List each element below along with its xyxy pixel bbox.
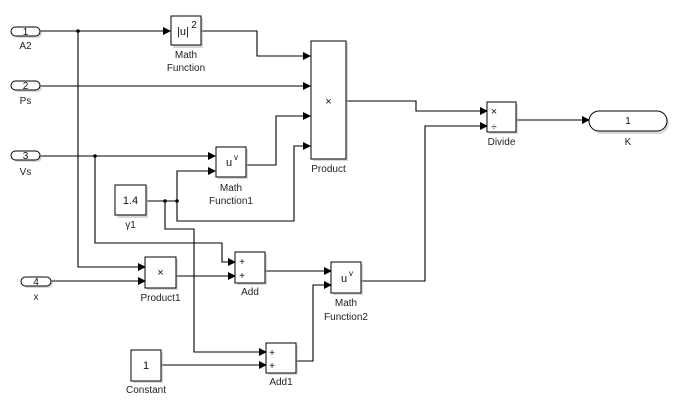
- arrowhead: [163, 27, 171, 35]
- wire-gamma1-to-add1[interactable]: [164, 201, 261, 353]
- wire-math-function-to-product[interactable]: [201, 30, 305, 57]
- inport-x[interactable]: 4 x: [20, 276, 53, 303]
- block-label: Add1: [269, 377, 293, 388]
- branch-point: [175, 199, 179, 203]
- wires: [40, 30, 584, 366]
- arrowhead: [228, 272, 236, 280]
- inport-a2[interactable]: 1 A2: [10, 26, 42, 52]
- junctions: [76, 29, 179, 203]
- block-divide[interactable]: × ÷ Divide: [486, 101, 518, 148]
- arrowhead: [259, 348, 267, 356]
- arrowhead: [208, 152, 216, 160]
- arrowhead: [303, 112, 311, 120]
- inport-label: Ps: [20, 96, 32, 107]
- arrowhead: [259, 361, 267, 369]
- wire-math-function2-to-divide[interactable]: [361, 125, 482, 282]
- arrowhead: [303, 142, 311, 150]
- math-function-glyph: |u|: [177, 26, 189, 38]
- branch-point: [163, 199, 167, 203]
- math-function1-superscript: v: [234, 153, 238, 162]
- arrowhead: [480, 107, 488, 115]
- arrowhead: [480, 122, 488, 130]
- wire-gamma1-to-math-function1[interactable]: [176, 170, 210, 201]
- inport-number: 3: [23, 151, 29, 162]
- block-gamma1-constant[interactable]: 1.4 γ1: [114, 184, 148, 231]
- block-label: γ1: [125, 220, 136, 231]
- block-label: Math: [220, 183, 242, 194]
- divide-icon: ÷: [491, 122, 497, 133]
- inport-number: 1: [23, 27, 29, 38]
- constant-value: 1.4: [123, 195, 138, 207]
- inport-number: 4: [33, 277, 39, 288]
- block-label: Product1: [140, 293, 180, 304]
- plus-icon: +: [269, 361, 275, 372]
- block-add1[interactable]: + + Add1: [265, 342, 298, 388]
- block-math-function1[interactable]: u v Math Function1: [209, 146, 253, 207]
- math-function2-glyph: u: [341, 273, 347, 285]
- arrowheads: [138, 27, 590, 369]
- inport-label: Vs: [20, 167, 32, 178]
- wire-product-to-divide[interactable]: [346, 100, 482, 112]
- arrowhead: [208, 167, 216, 175]
- plus-icon: +: [269, 348, 275, 359]
- wire-math-function1-to-product[interactable]: [246, 115, 305, 166]
- outport-label: K: [625, 137, 632, 148]
- inport-vs[interactable]: 3 Vs: [10, 150, 42, 178]
- arrowhead: [303, 52, 311, 60]
- math-function-superscript: 2: [191, 20, 197, 31]
- block-math-function[interactable]: |u| 2 Math Function: [167, 15, 205, 74]
- branch-point: [93, 154, 97, 158]
- outport-number: 1: [625, 116, 631, 127]
- wire-add1-to-math-function2[interactable]: [296, 284, 326, 362]
- plus-icon: +: [239, 257, 245, 268]
- block-product[interactable]: × Product: [310, 40, 348, 175]
- outport-k[interactable]: 1 K: [588, 110, 669, 148]
- block-math-function2[interactable]: u v Math Function2: [324, 261, 368, 323]
- block-label: Divide: [488, 137, 516, 148]
- arrowhead: [138, 263, 146, 271]
- multiply-icon: ×: [325, 96, 331, 108]
- inport-ps[interactable]: 2 Ps: [10, 80, 42, 107]
- block-constant[interactable]: 1 Constant: [126, 349, 166, 396]
- arrowhead: [303, 82, 311, 90]
- wire-gamma1-to-product[interactable]: [176, 145, 305, 222]
- block-label: Constant: [126, 385, 166, 396]
- math-function1-glyph: u: [226, 157, 232, 169]
- inport-number: 2: [23, 81, 29, 92]
- inport-label: x: [34, 292, 39, 303]
- multiply-icon: ×: [491, 106, 497, 118]
- arrowhead: [138, 277, 146, 285]
- math-function2-superscript: v: [349, 269, 353, 278]
- multiply-icon: ×: [157, 267, 163, 279]
- block-label: Function2: [324, 312, 368, 323]
- arrowhead: [228, 258, 236, 266]
- block-label: Product: [311, 164, 346, 175]
- block-label: Math: [175, 50, 197, 61]
- block-label: Function: [167, 63, 205, 74]
- block-product1[interactable]: × Product1: [140, 256, 181, 304]
- block-add[interactable]: + + Add: [234, 251, 267, 298]
- wire-a2-to-product1[interactable]: [77, 31, 140, 268]
- arrowhead: [582, 116, 590, 124]
- arrowhead: [324, 281, 332, 289]
- block-label: Function1: [209, 196, 253, 207]
- plus-icon: +: [239, 271, 245, 282]
- branch-point: [76, 29, 80, 33]
- block-label: Math: [335, 298, 357, 309]
- block-label: Add: [241, 287, 259, 298]
- arrowhead: [324, 267, 332, 275]
- inport-label: A2: [19, 41, 32, 52]
- constant-value: 1: [143, 360, 149, 372]
- wire-vs-to-add[interactable]: [94, 156, 230, 263]
